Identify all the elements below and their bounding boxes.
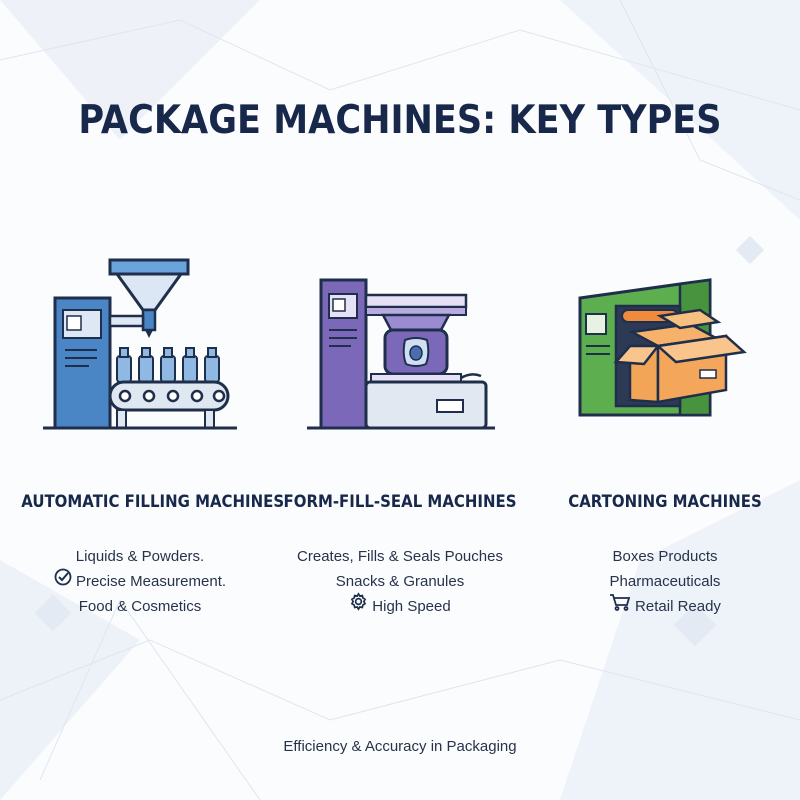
machine-card-filling: AUTOMATIC FILLING MACHINES Liquids & Pow… xyxy=(5,250,284,615)
feature-item: High Speed xyxy=(265,592,535,619)
feature-text: Food & Cosmetics xyxy=(78,598,202,615)
machine-card-form-fill-seal: FORM-FILL-SEAL MACHINES Creates, Fills &… xyxy=(265,250,535,615)
feature-item: Food & Cosmetics xyxy=(5,594,275,619)
feature-list: Liquids & Powders. Precise Measurement. … xyxy=(5,544,275,619)
feature-item: Boxes Products xyxy=(530,544,800,569)
feature-text: Snacks & Granules xyxy=(335,573,465,590)
feature-item: Pharmaceuticals xyxy=(530,569,800,594)
feature-item: Creates, Fills & Seals Pouches xyxy=(265,544,535,569)
footer-tagline: Efficiency & Accuracy in Packaging xyxy=(283,738,517,755)
feature-item: Precise Measurement. xyxy=(5,568,275,594)
feature-list: Boxes Products Pharmaceuticals Retail Re… xyxy=(530,544,800,619)
feature-text: Liquids & Powders. xyxy=(75,548,205,565)
feature-text: Creates, Fills & Seals Pouches xyxy=(297,548,503,565)
cartoning-machine-illustration xyxy=(578,278,747,417)
feature-text: Retail Ready xyxy=(635,598,721,615)
check-circle-icon xyxy=(54,568,72,594)
feature-text: Pharmaceuticals xyxy=(609,573,721,590)
feature-text: Boxes Products xyxy=(612,548,718,565)
cart-icon xyxy=(609,593,631,619)
gear-icon xyxy=(349,592,368,619)
feature-text: High Speed xyxy=(372,598,451,615)
machine-heading: CARTONING MACHINES xyxy=(568,492,762,512)
feature-item: Snacks & Granules xyxy=(265,569,535,594)
feature-list: Creates, Fills & Seals Pouches Snacks & … xyxy=(265,544,535,619)
feature-item: Retail Ready xyxy=(530,593,800,619)
feature-item: Liquids & Powders. xyxy=(5,544,275,569)
form-fill-seal-machine-illustration xyxy=(307,278,495,430)
feature-text: Precise Measurement. xyxy=(75,573,227,590)
filling-machine-illustration xyxy=(43,258,237,430)
machine-heading: FORM-FILL-SEAL MACHINES xyxy=(283,492,517,512)
machine-card-cartoning: CARTONING MACHINES Boxes Products Pharma… xyxy=(530,250,800,615)
page-title: PACKAGE MACHINES: KEY TYPES xyxy=(78,98,722,143)
machine-heading: AUTOMATIC FILLING MACHINES xyxy=(21,492,285,512)
